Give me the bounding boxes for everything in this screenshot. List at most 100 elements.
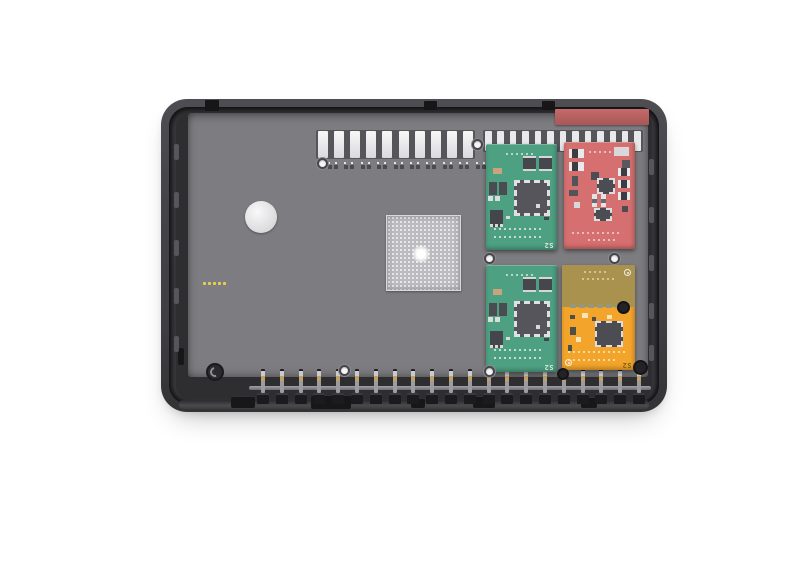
backup-battery	[245, 201, 277, 233]
smd-component	[506, 216, 510, 219]
smd-component	[544, 338, 549, 341]
connector-slot	[446, 131, 457, 158]
smd-component	[495, 317, 500, 322]
smd-pad	[579, 304, 585, 308]
terminal-pin	[556, 369, 572, 404]
smd-component	[544, 217, 549, 220]
solder-pad-row	[582, 278, 614, 280]
solder-pad-row	[494, 349, 541, 351]
module-s2-top: S2	[486, 144, 557, 250]
wall-clip-slot	[649, 207, 654, 223]
connector-slot	[597, 131, 604, 151]
device-enclosure: S2 S2 S2	[161, 99, 667, 412]
smd-component	[622, 206, 628, 212]
qfp-chip	[597, 178, 615, 194]
module-olive-band	[562, 265, 635, 307]
capacitor	[493, 168, 502, 174]
soic-chip	[523, 279, 536, 290]
smd-component	[570, 327, 576, 335]
pad-group	[410, 162, 421, 169]
connector-slot	[522, 131, 529, 151]
solder-pad-row	[494, 236, 541, 238]
solder-pad-row	[506, 153, 533, 155]
connector-slot	[398, 131, 409, 158]
terminal-pin	[293, 369, 309, 404]
connector-slot	[559, 131, 567, 151]
terminal-pin	[593, 369, 609, 404]
smd-component	[622, 160, 630, 168]
connector-slot	[414, 131, 425, 158]
wall-clip-slot	[174, 336, 179, 352]
smd-component	[489, 182, 497, 195]
terminal-pin	[443, 369, 459, 404]
terminal-pin	[481, 369, 497, 404]
connector-slot	[430, 131, 441, 158]
smd-component	[536, 204, 540, 208]
smd-pad	[588, 304, 594, 308]
solder-pad-row	[584, 271, 606, 273]
qfp-chip	[514, 180, 550, 216]
case-slot	[581, 397, 597, 408]
terminal-pin	[311, 369, 327, 404]
connector-slot	[462, 131, 473, 158]
module-s2-bottom: S2	[486, 265, 557, 372]
module-orange-bottom: S2	[562, 265, 635, 370]
red-riser-board	[555, 109, 649, 125]
terminal-pin	[368, 369, 384, 404]
smd-component	[570, 315, 575, 319]
terminal-pin	[612, 369, 628, 404]
smd-component	[574, 202, 580, 208]
connector-slot	[485, 131, 492, 151]
smd-component	[568, 345, 572, 351]
terminal-pin	[255, 369, 271, 404]
pad-group	[459, 162, 470, 169]
capacitor	[569, 162, 584, 171]
capacitor	[493, 289, 502, 295]
solder-pad-row	[494, 357, 541, 359]
screw-hole	[339, 365, 350, 376]
wall-clip-slot	[649, 303, 654, 319]
solder-pad-row	[572, 232, 619, 234]
smd-pad	[570, 304, 576, 308]
module-label: S2	[543, 241, 553, 249]
pad-group	[475, 162, 487, 169]
smd-pad	[606, 304, 612, 308]
solder-pad-row	[568, 351, 625, 353]
module-red-top	[564, 142, 635, 249]
wall-clip-slot	[174, 288, 179, 304]
connector-slot	[584, 131, 592, 151]
soic-chip	[539, 279, 552, 290]
mount-hole	[557, 368, 569, 380]
smd-component	[591, 172, 599, 180]
connector-slot	[547, 131, 554, 151]
pad-group	[344, 162, 355, 169]
wall-clip-slot	[174, 144, 179, 160]
connector-slot	[318, 131, 328, 158]
terminal-pin	[518, 369, 534, 404]
smd-pad	[597, 304, 603, 308]
terminal-pin	[537, 369, 553, 404]
smd-component	[592, 194, 597, 207]
regulator	[490, 331, 503, 348]
soic-chip	[523, 158, 536, 169]
mount-hole	[633, 360, 648, 375]
terminal-pin	[424, 369, 440, 404]
smd-component	[592, 317, 596, 321]
connector-strip-left	[316, 130, 475, 159]
connector-slot	[366, 131, 377, 158]
screw-hole	[484, 366, 495, 377]
pad-group	[377, 162, 388, 169]
soic-chip	[539, 158, 552, 169]
smd-component	[488, 317, 493, 322]
resistor	[618, 168, 630, 176]
wall-clip-slot	[649, 345, 654, 361]
module-label: S2	[621, 361, 631, 369]
terminal-pin	[405, 369, 421, 404]
module-label: S2	[543, 363, 553, 371]
smd-component	[499, 303, 507, 316]
smd-component	[536, 325, 540, 329]
smd-component	[572, 176, 578, 186]
smd-component	[576, 337, 581, 342]
solder-pad-row	[588, 239, 615, 241]
